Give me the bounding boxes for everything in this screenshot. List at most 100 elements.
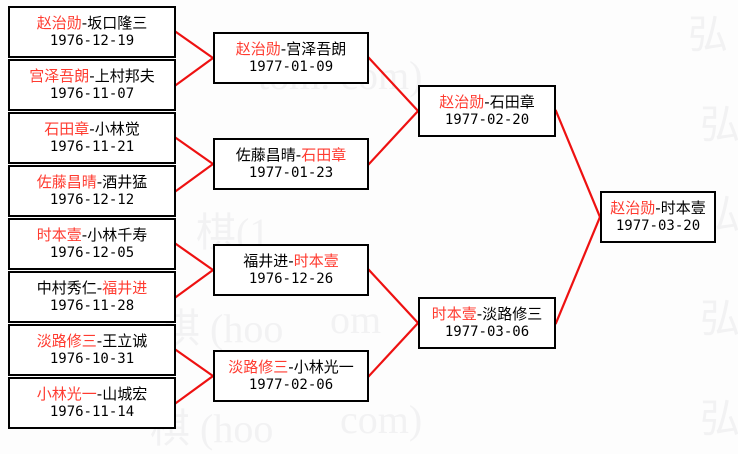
match-players: 赵治勋-石田章 [439,92,535,111]
match-winner: 淡路修三 [228,357,289,376]
match-date: 1976-11-21 [49,139,135,156]
match-loser: 上村邦夫 [94,66,155,85]
match-loser: 王立诚 [102,331,148,350]
match-separator: - [89,119,95,138]
match-loser: 宫泽吾朗 [286,39,347,58]
match-loser: 小林觉 [94,119,140,138]
match-players: 中村秀仁-福井进 [36,278,148,297]
match-winner: 淡路修三 [36,331,97,350]
match-players: 时本壹-淡路修三 [431,304,542,323]
match-winner: 小林光一 [36,384,97,403]
match-winner: 时本壹 [431,304,477,323]
match-separator: - [295,145,302,164]
match-players: 赵治勋-坂口隆三 [36,13,148,32]
match-winner: 赵治勋 [235,39,281,58]
match-date: 1976-12-19 [49,33,135,50]
match-date: 1976-11-28 [49,298,135,315]
match-winner: 福井进 [102,278,148,297]
match-loser: 时本壹 [660,198,706,217]
match-winner: 时本壹 [293,251,339,270]
match-players: 赵治勋-宫泽吾朗 [235,39,347,58]
match-separator: - [81,13,88,32]
match-loser: 佐藤昌晴 [235,145,296,164]
watermark-text: 弘 [688,12,728,57]
match-separator: - [288,251,294,270]
link-r2m3-to-r3m2 [367,268,420,325]
match-separator: - [280,39,287,58]
link-r1m1-to-r2m1 [174,30,215,60]
link-r1m8-to-r2m4 [174,374,215,405]
match-date: 1976-12-12 [49,192,135,209]
match-loser: 小林千寿 [87,225,148,244]
match-loser: 石田章 [489,92,535,111]
match-separator: - [484,92,490,111]
match-players: 佐藤昌晴-石田章 [235,145,347,164]
match-winner: 佐藤昌晴 [36,172,97,191]
link-r1m4-to-r2m2 [174,162,215,193]
watermark-text: 弘 [700,396,738,441]
match-date: 1976-12-26 [248,271,334,288]
link-r3m2-to-r4m1 [554,215,602,325]
match-date: 1977-02-20 [444,112,530,129]
watermark-text: 弘 [700,296,738,341]
match-winner: 时本壹 [36,225,82,244]
match-players: 淡路修三-小林光一 [228,357,353,376]
match-date: 1976-12-05 [49,245,135,262]
match-winner: 赵治勋 [439,92,485,111]
match-winner: 石田章 [301,145,347,164]
link-r1m3-to-r2m2 [174,136,215,166]
match-separator: - [81,225,88,244]
link-r1m6-to-r2m3 [174,268,215,299]
match-date: 1977-01-23 [248,165,334,182]
match-separator: - [655,198,661,217]
watermark-text: com) [340,397,423,442]
link-r3m1-to-r4m1 [554,109,602,219]
match-winner: 赵治勋 [610,198,656,217]
match-separator: - [288,357,294,376]
match-loser: 酒井猛 [102,172,148,191]
watermark-text: 弘 [700,102,738,147]
match-winner: 赵治勋 [36,13,82,32]
match-loser: 山城宏 [102,384,148,403]
match-loser: 福井进 [243,251,289,270]
match-separator: - [96,172,103,191]
match-players: 宫泽吾朗-上村邦夫 [29,66,155,85]
match-date: 1976-11-14 [49,404,135,421]
match-separator: - [96,278,103,297]
link-r2m4-to-r3m2 [367,321,420,378]
match-date: 1977-02-06 [248,377,334,394]
watermark-text: om [330,297,382,342]
match-date: 1977-03-06 [444,324,530,341]
match-winner: 石田章 [44,119,90,138]
match-players: 石田章-小林觉 [44,119,140,138]
match-date: 1977-01-09 [248,59,334,76]
match-players: 福井进-时本壹 [243,251,339,270]
match-separator: - [96,331,103,350]
link-r1m2-to-r2m1 [174,56,215,87]
match-players: 淡路修三-王立诚 [36,331,148,350]
link-r2m1-to-r3m1 [367,56,420,113]
match-winner: 宫泽吾朗 [29,66,90,85]
match-separator: - [96,384,103,403]
match-players: 赵治勋-时本壹 [610,198,706,217]
match-loser: 中村秀仁 [36,278,97,297]
match-players: 佐藤昌晴-酒井猛 [36,172,148,191]
match-loser: 坂口隆三 [87,13,148,32]
match-separator: - [476,304,483,323]
